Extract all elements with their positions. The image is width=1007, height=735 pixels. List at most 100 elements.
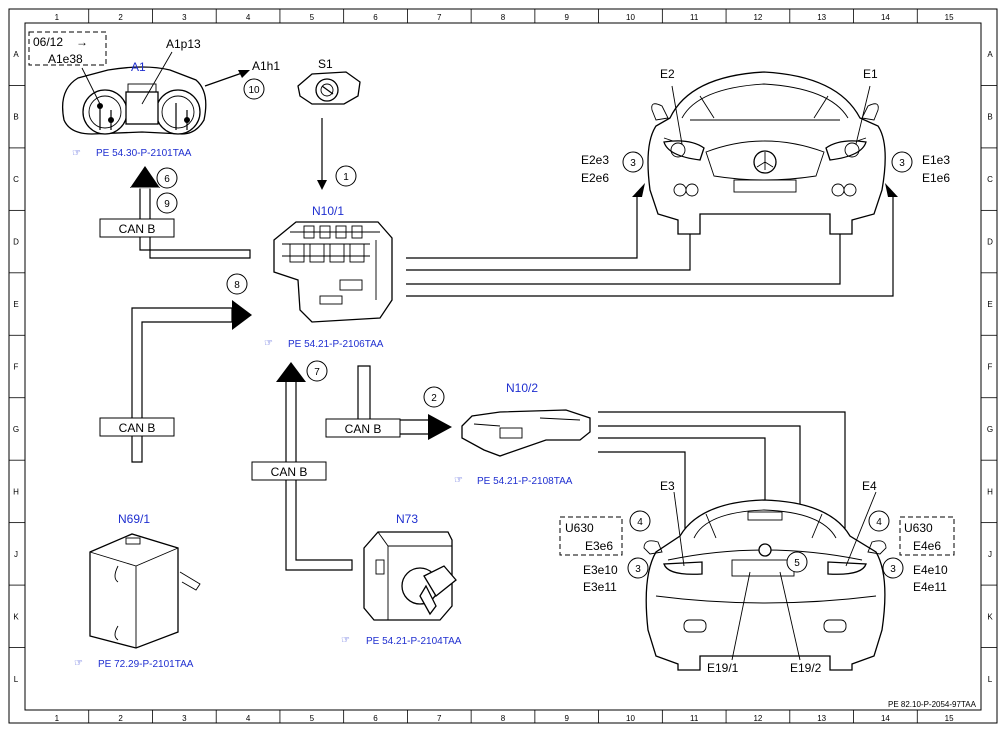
callout-2-number: 2	[431, 393, 437, 404]
callout-9-number: 9	[164, 199, 170, 210]
n73-ignition-switch	[363, 531, 457, 621]
callout-8	[226, 273, 248, 295]
grid-col-11-bottom: 11	[690, 714, 699, 723]
s1-switch	[297, 71, 361, 105]
n10-2-module	[461, 409, 591, 457]
callout-7-number: 7	[314, 367, 320, 378]
n10-1-label: N10/1	[312, 204, 344, 218]
grid-col-1-bottom: 1	[55, 714, 60, 723]
callout-6	[156, 167, 178, 189]
a1h1-label: A1h1	[252, 59, 280, 73]
grid-row-D-right: D	[987, 238, 993, 247]
grid-row-J-left: J	[14, 550, 18, 559]
callout-3-front-left-number: 3	[630, 158, 636, 169]
a1-ref[interactable]: PE 54.30-P-2101TAA	[96, 148, 192, 159]
grid-col-15-top: 15	[945, 13, 954, 22]
can-label-box-a1	[99, 218, 175, 238]
grid-col-2-bottom: 2	[118, 714, 123, 723]
n10-1-ref-icon: ☞	[264, 338, 273, 349]
can-label-box-n10-2	[325, 418, 401, 438]
grid-row-D-left: D	[13, 238, 19, 247]
callout-10	[243, 78, 265, 100]
e4e6-label: E4e6	[913, 539, 941, 553]
grid-marks: 1122334455667788991010111112121313141415…	[9, 9, 997, 723]
e3e10-label: E3e10	[583, 563, 618, 577]
callout-1-number: 1	[343, 172, 349, 183]
can-bus-a1	[130, 166, 251, 259]
grid-col-8-bottom: 8	[501, 714, 506, 723]
e4e11-label: E4e11	[913, 580, 947, 594]
grid-col-3-top: 3	[182, 13, 187, 22]
can-label-box-n73	[251, 461, 327, 481]
grid-col-9-bottom: 9	[565, 714, 570, 723]
n73-ref[interactable]: PE 54.21-P-2104TAA	[366, 636, 462, 647]
callout-4-left-number: 4	[637, 517, 643, 528]
grid-row-L-right: L	[988, 675, 993, 684]
n10-2-label: N10/2	[506, 381, 538, 395]
grid-row-B-right: B	[987, 113, 992, 122]
e19-1-label: E19/1	[707, 661, 739, 675]
grid-col-10-top: 10	[626, 13, 635, 22]
grid-col-8-top: 8	[501, 13, 506, 22]
callout-5	[786, 551, 808, 573]
grid-col-14-top: 14	[881, 13, 890, 22]
grid-row-A-right: A	[987, 50, 993, 59]
can-bus-n73	[276, 362, 353, 571]
n10-1-ref[interactable]: PE 54.21-P-2106TAA	[288, 339, 384, 350]
u630-left-box	[559, 516, 623, 556]
e1e6-label: E1e6	[922, 171, 950, 185]
grid-row-E-left: E	[13, 300, 18, 309]
document-ref: PE 82.10-P-2054-97TAA	[888, 700, 977, 709]
can-bus-n69-1	[131, 300, 252, 463]
callout-8-number: 8	[234, 280, 240, 291]
n10-1-sam-module	[273, 221, 393, 323]
grid-col-6-top: 6	[373, 13, 378, 22]
a1-date: 06/12	[33, 35, 63, 49]
e2-label: E2	[660, 67, 675, 81]
callout-3-rear-right-number: 3	[890, 564, 896, 575]
grid-row-H-left: H	[13, 487, 19, 496]
grid-col-2-top: 2	[118, 13, 123, 22]
a1h1-arrowhead	[238, 70, 250, 78]
grid-col-4-bottom: 4	[246, 714, 251, 723]
e19-2-label: E19/2	[790, 661, 822, 675]
callout-1	[335, 165, 357, 187]
callout-3-front-right	[891, 151, 913, 173]
grid-row-A-left: A	[13, 50, 19, 59]
u630-right-label: U630	[904, 521, 933, 535]
front-vehicle	[647, 71, 886, 235]
grid-col-1-top: 1	[55, 13, 60, 22]
grid-col-5-top: 5	[310, 13, 315, 22]
grid-col-3-bottom: 3	[182, 714, 187, 723]
grid-row-G-right: G	[987, 425, 993, 434]
grid-col-15-bottom: 15	[945, 714, 954, 723]
grid-col-14-bottom: 14	[881, 714, 890, 723]
n10-2-ref[interactable]: PE 54.21-P-2108TAA	[477, 476, 573, 487]
callout-3-front-right-number: 3	[899, 158, 905, 169]
grid-row-K-right: K	[987, 612, 993, 621]
n73-ref-icon: ☞	[341, 635, 350, 646]
callout-9	[156, 192, 178, 214]
grid-row-F-left: F	[14, 363, 19, 372]
e3e6-label: E3e6	[585, 539, 613, 553]
callout-4-left	[629, 510, 651, 532]
a1e38-label: A1e38	[48, 52, 83, 66]
grid-row-C-left: C	[13, 175, 19, 184]
a1-label: A1	[131, 60, 146, 74]
grid-col-6-bottom: 6	[373, 714, 378, 723]
grid-row-L-left: L	[14, 675, 19, 684]
e4-label: E4	[862, 479, 877, 493]
n69-1-ref[interactable]: PE 72.29-P-2101TAA	[98, 659, 194, 670]
e2e6-label: E2e6	[581, 171, 609, 185]
grid-row-E-right: E	[987, 300, 992, 309]
grid-row-C-right: C	[987, 175, 993, 184]
grid-row-B-left: B	[13, 113, 18, 122]
grid-col-12-top: 12	[753, 13, 762, 22]
a1h1-line	[204, 72, 243, 87]
n10-2-ref-icon: ☞	[454, 475, 463, 486]
a1-ref-icon: ☞	[72, 148, 81, 159]
callout-7	[306, 360, 328, 382]
can-label-n10-2: CAN B	[345, 422, 382, 436]
rear-vehicle	[643, 491, 887, 671]
grid-row-F-right: F	[988, 363, 993, 372]
